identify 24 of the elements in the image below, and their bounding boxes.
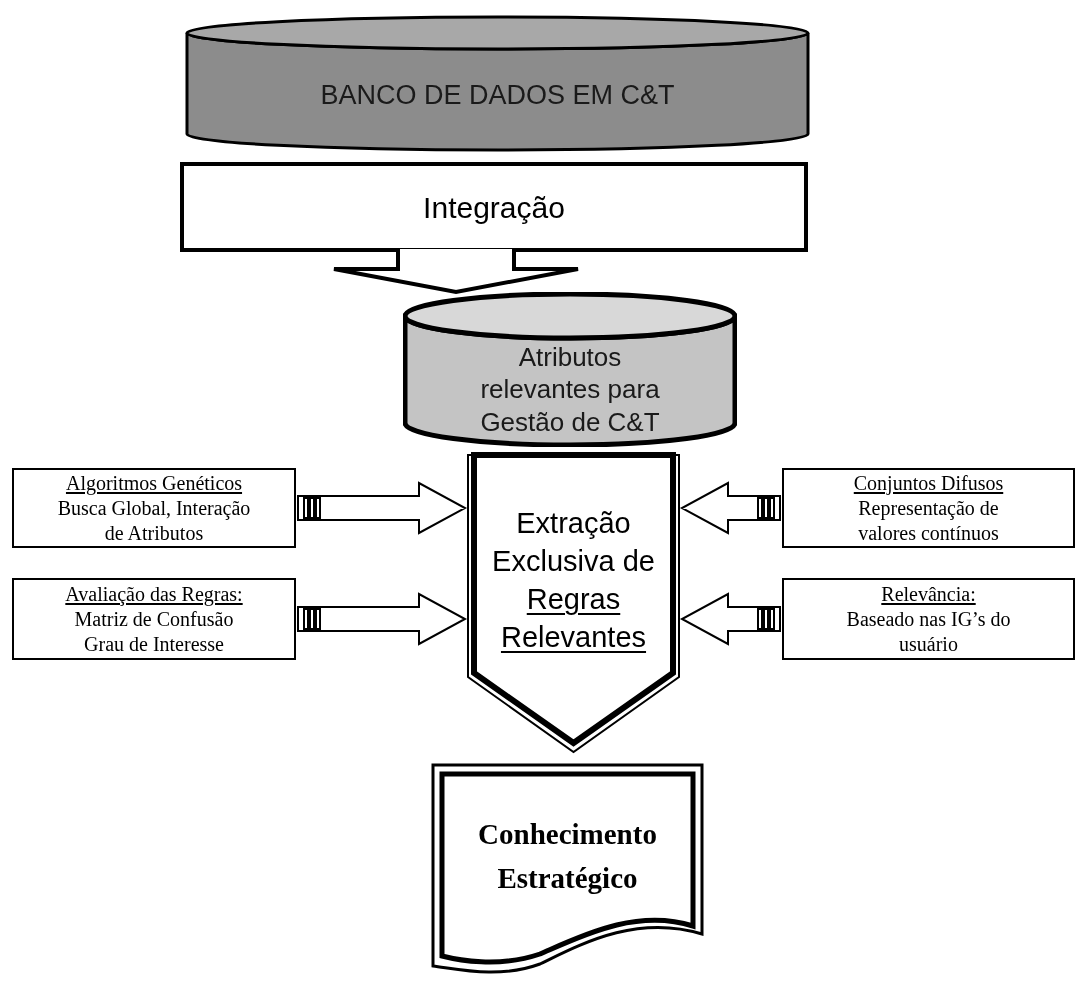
cylinder-label: Atributos relevantes para Gestão de C&T: [479, 340, 661, 439]
box-heading: Conjuntos Difusos: [853, 470, 1004, 496]
block-arrow: [679, 481, 781, 535]
block-arrow: [332, 247, 580, 295]
cylinder-label: BANCO DE DADOS EM C&T: [320, 78, 675, 112]
block-arrow: [679, 592, 781, 646]
block-arrow: [297, 592, 468, 646]
box-text: Baseado nas IG’s do usuário: [846, 606, 1011, 657]
process-box: [180, 162, 808, 252]
shape-label: Regras Relevantes: [499, 582, 648, 655]
info-box: [782, 578, 1075, 660]
block-arrow: [297, 481, 468, 535]
box-text: Matriz de Confusão Grau de Interesse: [73, 606, 235, 657]
box-heading: Avaliação das Regras:: [65, 581, 243, 607]
box-text: Representação de valores contínuos: [857, 495, 1000, 546]
shape-label: Extração Exclusiva de: [491, 506, 656, 579]
info-box: [782, 468, 1075, 548]
box-heading: Relevância:: [881, 581, 976, 607]
info-box: [12, 468, 296, 548]
box-text: Busca Global, Interação de Atributos: [56, 495, 252, 546]
box-heading: Algoritmos Genéticos: [65, 470, 243, 496]
box-label: Integração: [423, 189, 565, 226]
document-label: Conhecimento Estratégico: [477, 817, 658, 896]
info-box: [12, 578, 296, 660]
